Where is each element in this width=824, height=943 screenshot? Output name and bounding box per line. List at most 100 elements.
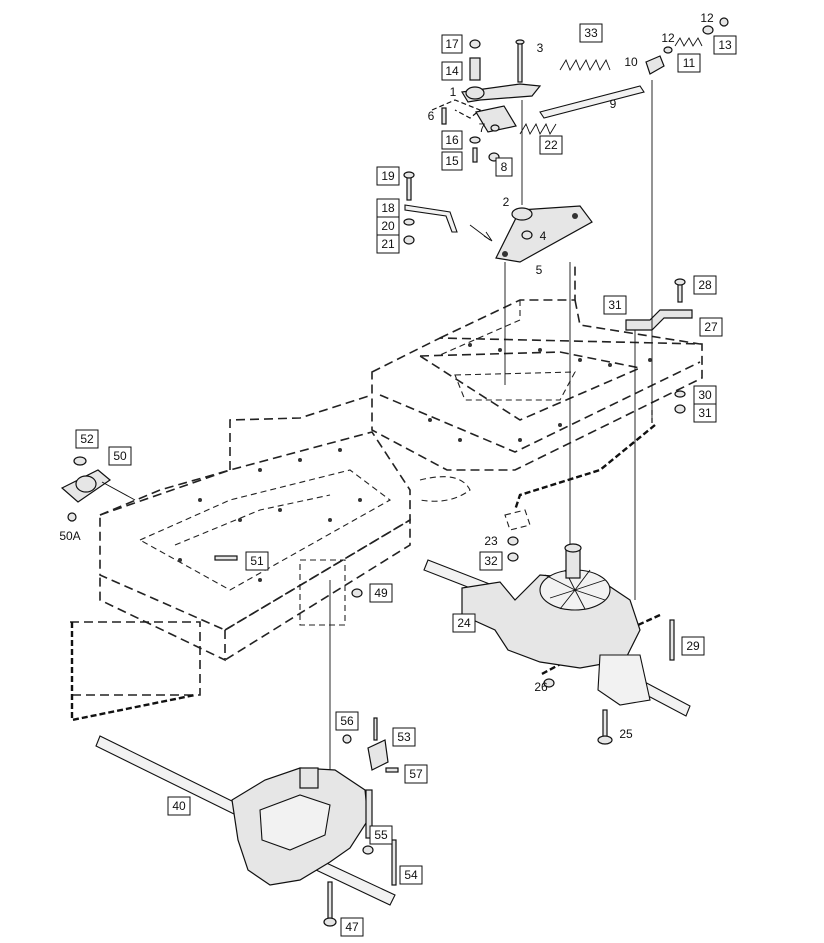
callout-53: 53: [392, 727, 416, 747]
callout-text: 55: [374, 828, 388, 842]
callout-56: 56: [335, 711, 359, 731]
callout-text: 25: [619, 727, 633, 741]
callout-18: 18: [376, 198, 400, 218]
callout-11: 11: [677, 53, 701, 73]
callout-9: 9: [610, 97, 617, 111]
callout-text: 16: [445, 133, 459, 147]
callout-text: 5: [536, 263, 543, 277]
callout-7: 7: [479, 121, 486, 135]
callout-17: 17: [441, 34, 463, 54]
callout-text: 9: [610, 97, 617, 111]
callout-2: 2: [503, 195, 510, 209]
callout-40: 40: [167, 796, 191, 816]
callout-text: 12: [661, 31, 675, 45]
callout-29: 29: [681, 636, 705, 656]
callout-text: 28: [698, 278, 712, 292]
callout-text: 50: [113, 449, 127, 463]
callout-24: 24: [452, 613, 476, 633]
left-transaxle: [95, 717, 399, 927]
callout-text: 14: [445, 64, 459, 78]
callout-28: 28: [693, 275, 717, 295]
bracket-27: [610, 278, 693, 414]
callout-23: 23: [484, 534, 498, 548]
callout-text: 26: [534, 680, 548, 694]
callout-47: 47: [340, 917, 364, 937]
callout-text: 19: [381, 169, 395, 183]
callout-text: 15: [445, 154, 459, 168]
callout-text: 51: [250, 554, 264, 568]
callout-50: 50: [108, 446, 132, 466]
callout-51: 51: [245, 551, 269, 571]
callout-31a: 31: [603, 295, 627, 315]
tractor-frame: [70, 265, 703, 696]
callout-5: 5: [536, 263, 543, 277]
callout-text: 11: [683, 56, 696, 70]
callout-55: 55: [369, 825, 393, 845]
callout-text: 49: [374, 586, 388, 600]
callout-22: 22: [539, 135, 563, 155]
mount-bracket-50: [60, 456, 363, 598]
callout-text: 20: [381, 219, 395, 233]
callout-text: 47: [345, 920, 359, 934]
leader-lines: [70, 80, 661, 790]
callout-text: 33: [584, 26, 598, 40]
callout-52: 52: [75, 429, 99, 449]
callout-4: 4: [540, 229, 547, 243]
callout-19: 19: [376, 166, 400, 186]
callout-14: 14: [441, 61, 463, 81]
callout-1: 1: [450, 85, 457, 99]
callout-text: 4: [540, 229, 547, 243]
callout-27: 27: [699, 317, 723, 337]
callout-8: 8: [495, 157, 513, 177]
callout-text: 50A: [59, 529, 80, 543]
callout-32: 32: [479, 551, 503, 571]
callout-text: 29: [686, 639, 700, 653]
callout-text: 21: [381, 237, 395, 251]
callout-text: 1: [450, 85, 457, 99]
callout-16: 16: [441, 130, 463, 150]
callout-text: 32: [484, 554, 498, 568]
callout-3: 3: [537, 41, 544, 55]
callout-text: 40: [172, 799, 186, 813]
callout-text: 23: [484, 534, 498, 548]
callout-13: 13: [713, 35, 737, 55]
callout-text: 54: [404, 868, 418, 882]
callout-54: 54: [399, 865, 423, 885]
callout-25: 25: [619, 727, 633, 741]
callout-text: 6: [428, 109, 435, 123]
callout-30: 30: [693, 385, 717, 405]
callout-6: 6: [428, 109, 435, 123]
callout-31b: 31: [693, 403, 717, 423]
callout-text: 31: [698, 406, 712, 420]
callout-labels: 17 3 14 1 6 7 16 15 8 22 33 9 10 11 12 1…: [59, 11, 737, 937]
callout-text: 57: [409, 767, 423, 781]
callout-20: 20: [376, 216, 400, 236]
callout-text: 53: [397, 730, 411, 744]
callout-15: 15: [441, 151, 463, 171]
callout-text: 17: [445, 37, 459, 51]
callout-text: 7: [479, 121, 486, 135]
callout-text: 13: [718, 38, 732, 52]
callout-21: 21: [376, 234, 400, 254]
callout-50a: 50A: [59, 529, 80, 543]
callout-text: 31: [608, 298, 622, 312]
callout-text: 24: [457, 616, 471, 630]
callout-10: 10: [624, 55, 638, 69]
callout-text: 27: [704, 320, 718, 334]
callout-text: 3: [537, 41, 544, 55]
callout-33: 33: [579, 23, 603, 43]
callout-text: 8: [501, 160, 508, 174]
callout-text: 18: [381, 201, 395, 215]
callout-text: 10: [624, 55, 638, 69]
callout-text: 56: [340, 714, 354, 728]
callout-12a: 12: [661, 31, 675, 45]
callout-12b: 12: [700, 11, 714, 25]
callout-26: 26: [534, 680, 548, 694]
linkage-plate-assembly: [403, 17, 729, 263]
callout-text: 30: [698, 388, 712, 402]
callout-text: 22: [544, 138, 558, 152]
callout-57: 57: [404, 764, 428, 784]
callout-text: 12: [700, 11, 714, 25]
callout-49: 49: [369, 583, 393, 603]
